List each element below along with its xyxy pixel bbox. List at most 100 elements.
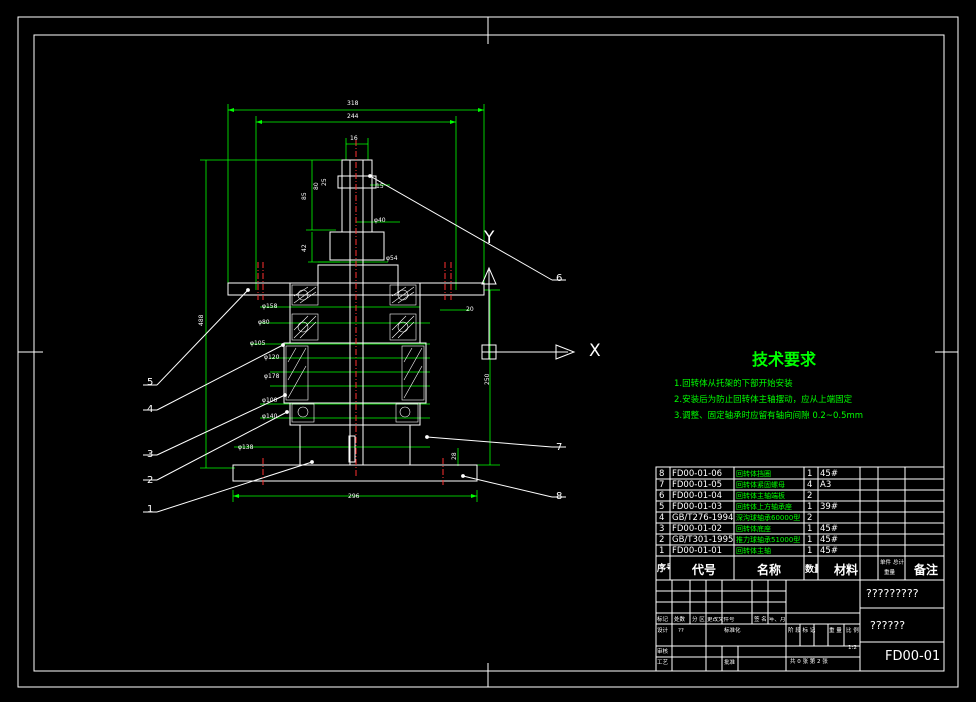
dim-phi158: φ158 (262, 303, 278, 310)
bom-no: 6 (659, 491, 665, 501)
y-axis-label: Y (484, 228, 495, 248)
x-axis-label: X (589, 341, 601, 361)
bom-code: FD00-01-05 (672, 480, 723, 490)
dim-318: 318 (347, 100, 359, 107)
part-number-3: 3 (147, 449, 154, 460)
dim-phi140: φ140 (262, 413, 278, 420)
bom-no: 5 (659, 502, 665, 512)
dim-phi138: φ138 (238, 444, 254, 451)
bom-material: 45# (820, 535, 838, 545)
title-row1-doc: 更改文件号 (707, 617, 735, 623)
bom-header-unit: 单件 (880, 560, 892, 566)
title-weight: 重 量 (829, 628, 842, 634)
dim-phi80: φ80 (258, 319, 270, 326)
bom-header-no: 序号 (657, 564, 670, 574)
part-outlines (143, 159, 566, 513)
bom-qty: 1 (807, 535, 813, 545)
sheet-count: 共 0 张 第 2 张 (790, 659, 828, 665)
bom-header-total: 总计 (893, 560, 905, 566)
part-number-1: 1 (147, 504, 154, 515)
bom-material: A3 (820, 480, 832, 490)
bom-code: FD00-01-04 (672, 491, 723, 501)
bom-material: 45# (820, 469, 838, 479)
bom-name: 回转体主轴 (736, 547, 771, 555)
bom-header-note: 备注 (914, 563, 939, 577)
bom-header-weight: 重量 (884, 570, 896, 576)
dim-15: 15 (376, 183, 384, 190)
title-row1-zone: 分 区 (692, 617, 705, 623)
bom-qty: 1 (807, 546, 813, 556)
part-number-2: 2 (147, 475, 154, 486)
bom-material: 39# (820, 502, 838, 512)
dim-16: 16 (350, 135, 358, 142)
bom-name: 回转体上方轴承座 (736, 503, 792, 511)
title-block-grid (655, 466, 945, 672)
title-row2-designer: ?? (678, 628, 684, 634)
dimension-lines (200, 104, 500, 502)
centerlines (257, 140, 452, 485)
title-row4-process: 工艺 (657, 660, 669, 666)
drawing-number: FD00-01 (885, 649, 941, 664)
title-row1-count: 处数 (674, 617, 686, 623)
dim-phi105: φ105 (250, 340, 266, 347)
dim-phi100: φ100 (262, 397, 278, 404)
dim-20: 20 (466, 306, 474, 313)
bom-qty: 4 (807, 480, 813, 490)
part-number-5: 5 (147, 377, 154, 388)
bom-code: FD00-01-01 (672, 546, 723, 556)
dim-phi178: φ178 (264, 373, 280, 380)
bom-name: 回转体挡圈 (736, 470, 771, 478)
dim-phi40: φ40 (374, 217, 386, 224)
dim-42: 42 (301, 244, 308, 252)
drawing-name-placeholder: ????????? (866, 587, 919, 600)
bom-code: FD00-01-06 (672, 469, 723, 479)
bom-material: 45# (820, 546, 838, 556)
technical-note-1: 1.回转体从托架的下部开始安装 (674, 379, 793, 389)
bom-qty: 1 (807, 502, 813, 512)
bom-code: GB/T276-1994 (672, 513, 734, 523)
bom-no: 8 (659, 469, 665, 479)
bom-qty: 1 (807, 469, 813, 479)
bom-material: 45# (820, 524, 838, 534)
bom-code: FD00-01-02 (672, 524, 723, 534)
scale-value: 1:2 (848, 645, 857, 651)
bom-qty: 2 (807, 513, 813, 523)
dim-80: 80 (313, 182, 320, 190)
dim-244: 244 (347, 113, 359, 120)
technical-note-2: 2.安装后为防止回转体主轴摆动，应从上端固定 (674, 395, 853, 405)
bom-no: 4 (659, 513, 665, 523)
ucs-icon (481, 266, 576, 360)
bom-no: 2 (659, 535, 665, 545)
dim-25: 25 (321, 178, 328, 186)
bom-name: 回转体紧固螺母 (736, 481, 785, 489)
bom-qty: 2 (807, 491, 813, 501)
technical-requirements-title: 技术要求 (752, 350, 817, 369)
dim-296: 296 (348, 493, 360, 500)
bom-header-name: 名称 (757, 563, 782, 577)
title-row2-standard: 标准化 (724, 628, 741, 634)
bom-name: 推力球轴承51000型 (736, 536, 801, 544)
technical-note-3: 3.调整、固定轴承时应留有轴向间隙 0.2~0.5mm (674, 411, 864, 421)
dim-phi120: φ120 (264, 354, 280, 361)
bom-no: 7 (659, 480, 665, 490)
bom-code: FD00-01-03 (672, 502, 723, 512)
title-stage: 阶 段 标 记 (788, 628, 816, 634)
bom-no: 1 (659, 546, 665, 556)
bom-name: 回转体主轴端板 (736, 492, 785, 500)
part-number-8: 8 (556, 491, 563, 502)
title-row2-design: 设计 (657, 628, 669, 634)
dim-85: 85 (301, 192, 308, 200)
part-number-7: 7 (556, 442, 563, 453)
bom-qty: 1 (807, 524, 813, 534)
title-row1-date: 年、月、日 (769, 617, 786, 623)
dimension-arrows (228, 108, 484, 498)
bom-header-qty: 数量 (805, 565, 818, 575)
part-number-4: 4 (147, 404, 154, 415)
title-row1-sign: 签 名 (754, 617, 767, 623)
dim-28: 28 (451, 452, 458, 460)
dim-250: 250 (484, 373, 491, 385)
part-number-6: 6 (556, 273, 563, 284)
title-row4-approve: 批准 (724, 660, 736, 666)
company-name-placeholder: ?????? (870, 619, 906, 632)
